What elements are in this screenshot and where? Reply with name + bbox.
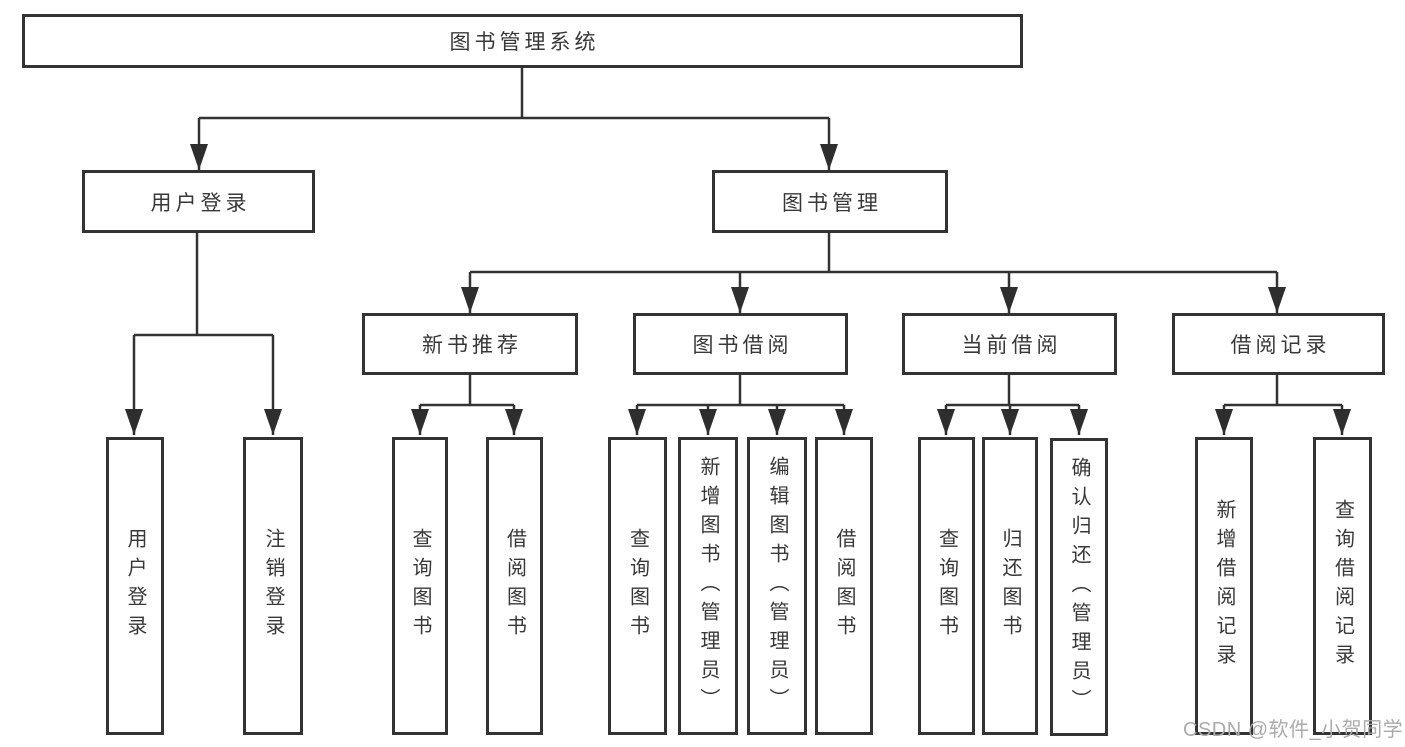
node-label: 图书管理 <box>782 191 882 215</box>
node-label: 编辑图书（管理员） <box>766 455 788 717</box>
node-label: 图书借阅 <box>692 334 793 357</box>
node-label: 借阅记录 <box>1230 334 1331 357</box>
connector-book-management-to-level2 <box>468 233 1279 313</box>
node-label: 用户登录 <box>124 528 146 644</box>
node-new-book-recommend: 新书推荐 <box>362 313 578 375</box>
leaf-query-book-current: 查询图书 <box>918 437 975 735</box>
node-label: 查询借阅记录 <box>1331 499 1354 673</box>
node-label: 借阅图书 <box>833 528 855 644</box>
leaf-query-book-borrow: 查询图书 <box>608 437 667 735</box>
node-label: 借阅图书 <box>503 528 526 644</box>
connector-user-login-to-leaves <box>132 233 275 435</box>
leaf-query-book-recommend: 查询图书 <box>392 437 448 735</box>
node-label: 新书推荐 <box>422 334 522 357</box>
node-current-borrow: 当前借阅 <box>902 313 1117 375</box>
connector-root-to-level1 <box>197 68 831 170</box>
node-label: 归还图书 <box>999 528 1021 644</box>
leaf-user-login: 用户登录 <box>106 437 164 735</box>
node-label: 注销登录 <box>262 528 284 644</box>
node-label: 图书管理系统 <box>449 31 600 54</box>
node-system-root: 图书管理系统 <box>22 14 1023 68</box>
node-label: 查询图书 <box>935 528 958 644</box>
node-book-borrow: 图书借阅 <box>633 313 848 375</box>
node-label: 当前借阅 <box>961 334 1062 357</box>
leaf-add-book-admin: 新增图书（管理员） <box>678 437 738 735</box>
leaf-edit-book-admin: 编辑图书（管理员） <box>747 437 807 735</box>
leaf-logout: 注销登录 <box>243 437 303 735</box>
leaf-confirm-return-admin: 确认归还（管理员） <box>1050 438 1108 736</box>
csdn-watermark: CSDN @软件_小贺同学 <box>1183 719 1404 741</box>
leaf-borrow-book-recommend: 借阅图书 <box>486 437 543 735</box>
leaf-borrow-book-borrow: 借阅图书 <box>815 437 873 735</box>
connector-borrow-records-to-leaves <box>1222 375 1344 435</box>
leaf-query-borrow-record: 查询借阅记录 <box>1313 437 1372 735</box>
node-label: 用户登录 <box>150 191 251 215</box>
connector-book-borrow-to-leaves <box>635 375 846 435</box>
leaf-add-borrow-record: 新增借阅记录 <box>1195 437 1253 735</box>
connector-new-book-recommend-to-leaves <box>418 375 516 435</box>
node-label: 查询图书 <box>409 528 431 644</box>
node-book-management: 图书管理 <box>712 170 948 233</box>
node-label: 确认归还（管理员） <box>1068 456 1090 718</box>
node-label: 新增借阅记录 <box>1213 499 1235 673</box>
arrowheads <box>125 144 1351 435</box>
node-label: 新增图书（管理员） <box>697 455 719 717</box>
node-label: 查询图书 <box>626 528 649 644</box>
node-borrow-records: 借阅记录 <box>1172 313 1385 375</box>
leaf-return-book: 归还图书 <box>982 437 1038 735</box>
node-user-login: 用户登录 <box>82 170 315 233</box>
